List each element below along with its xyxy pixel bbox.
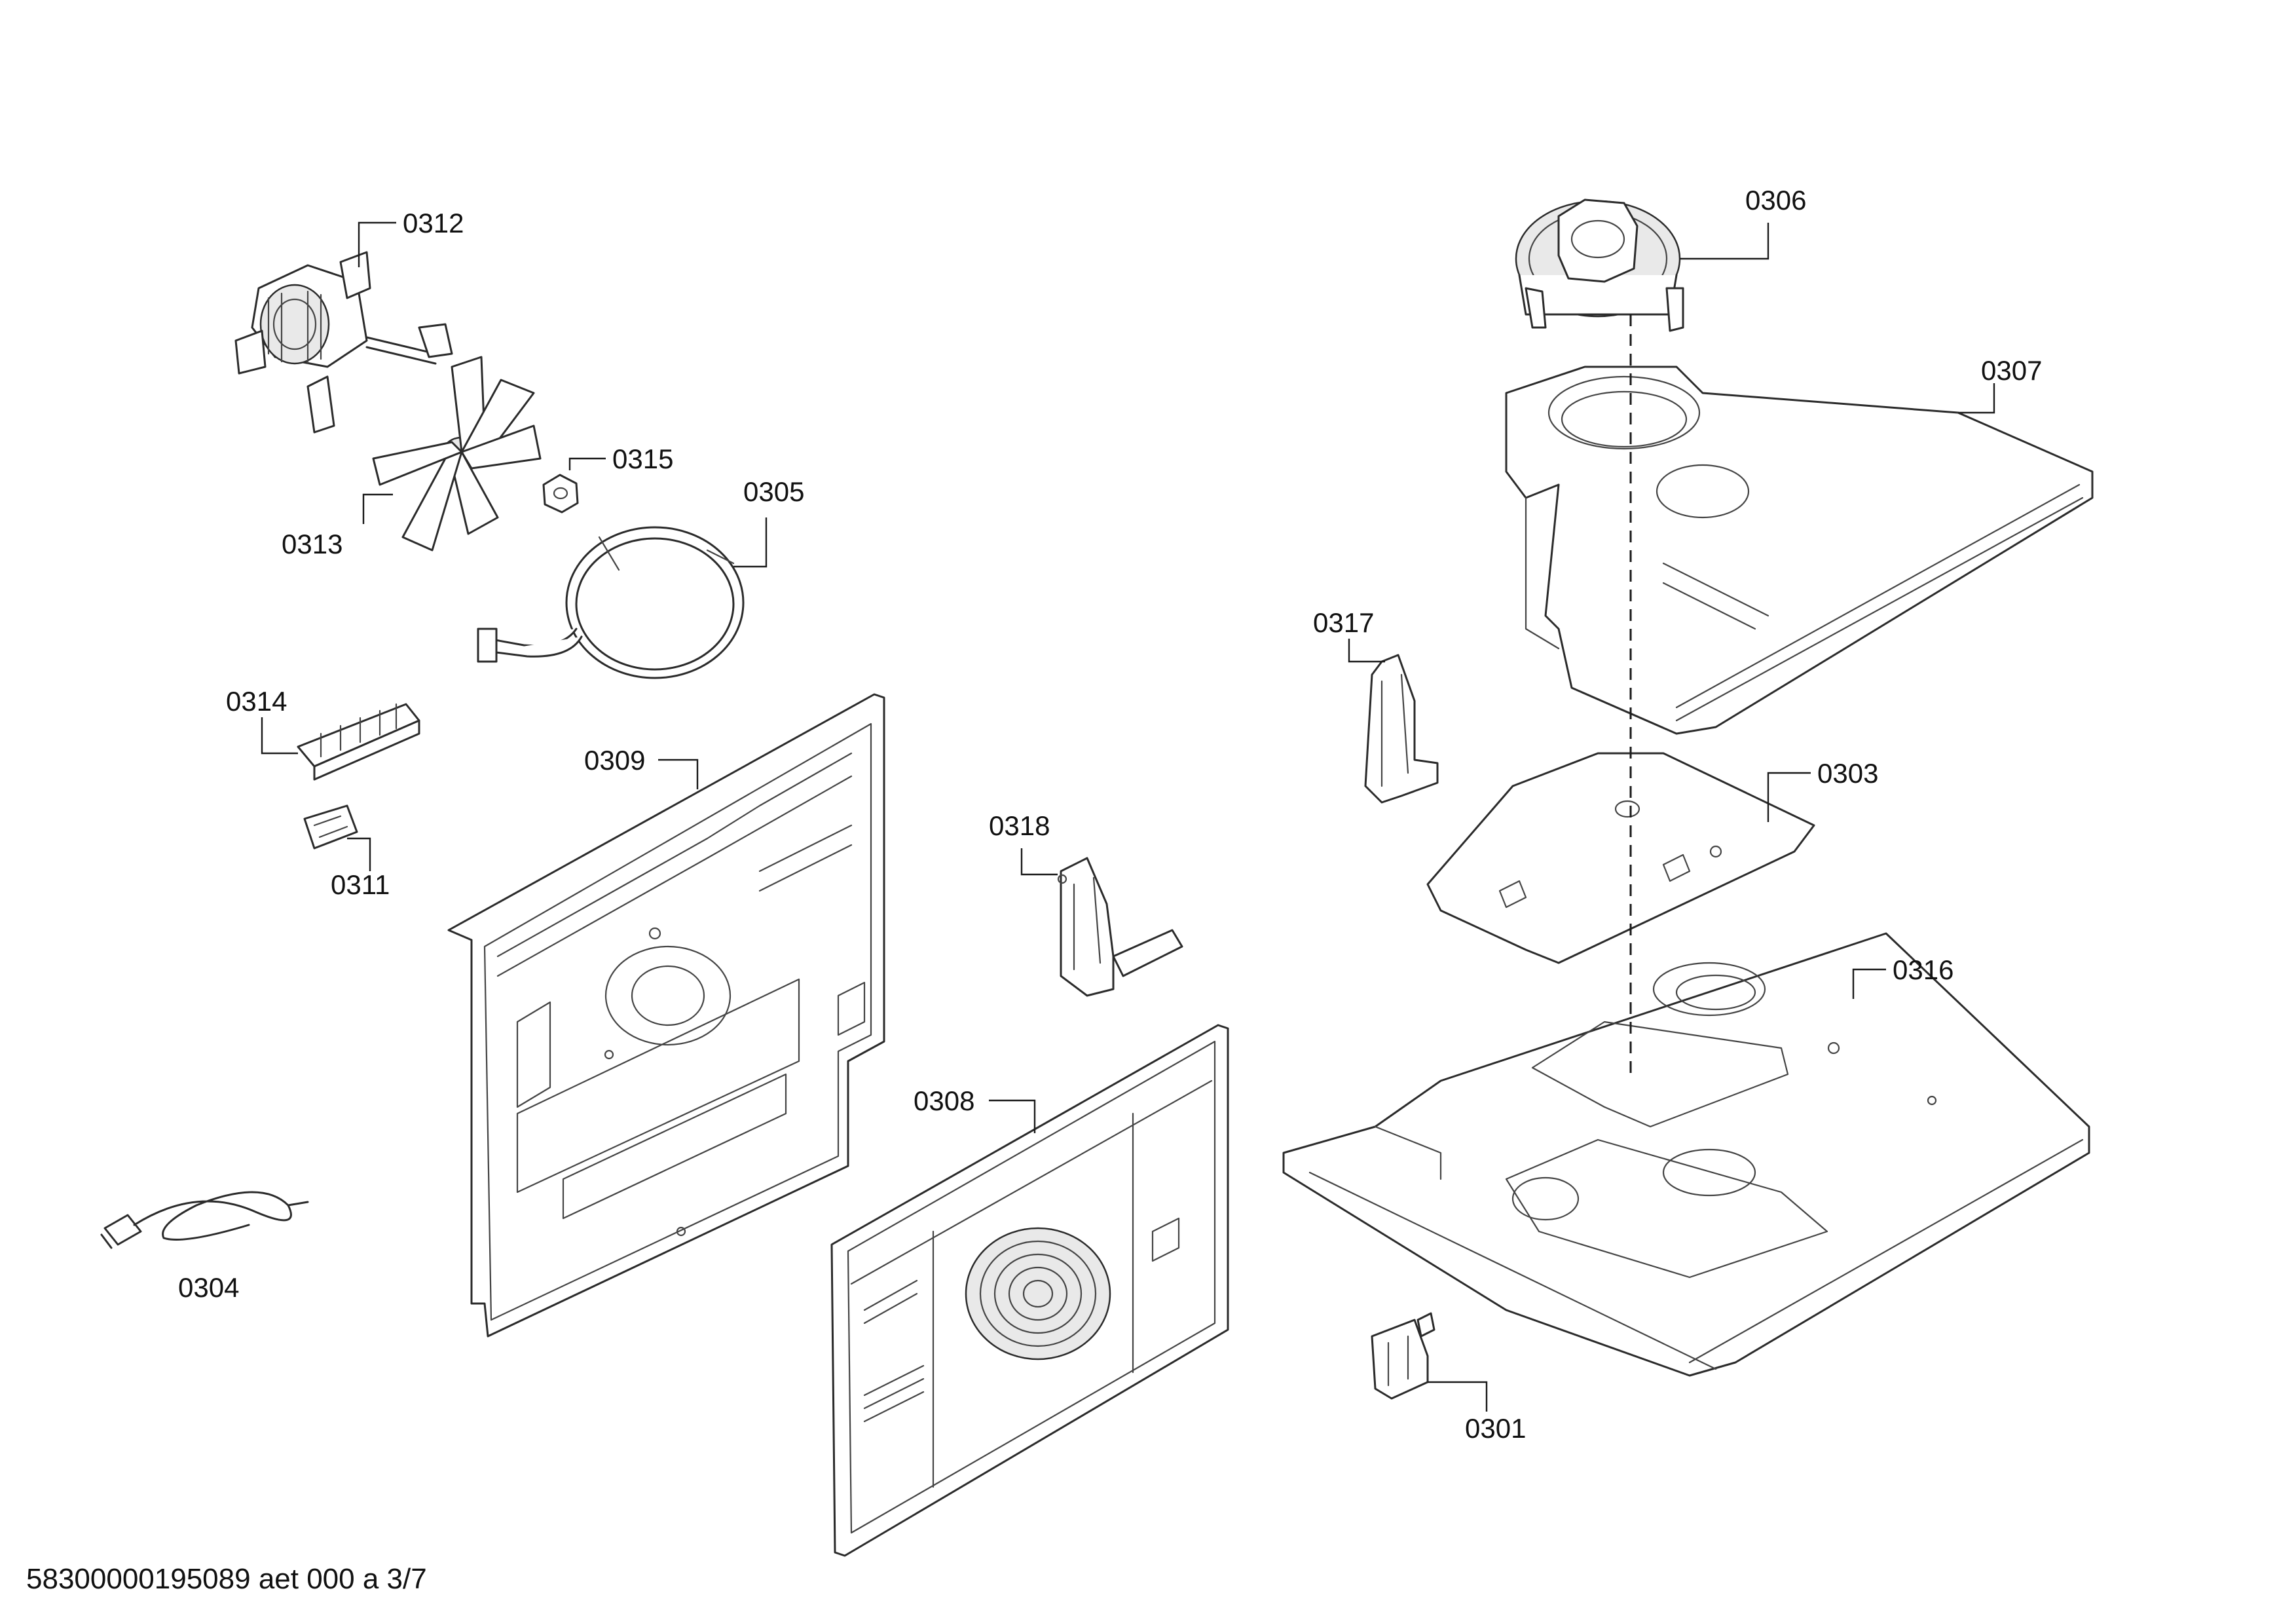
label-0309: 0309 [584, 745, 645, 776]
label-0301: 0301 [1465, 1413, 1526, 1444]
label-0314: 0314 [226, 686, 287, 717]
label-0307: 0307 [1981, 355, 2042, 386]
leader-0313 [362, 493, 393, 524]
label-0315: 0315 [612, 443, 673, 474]
label-0303: 0303 [1817, 758, 1878, 789]
label-0317: 0317 [1313, 607, 1374, 638]
leader-0309 [658, 759, 699, 789]
label-0313: 0313 [282, 529, 343, 559]
part-0312-fan-motor[interactable] [234, 251, 453, 434]
leader-0303 [1767, 772, 1811, 822]
part-0309-rear-panel[interactable] [447, 693, 885, 1338]
leader-0308 [989, 1099, 1036, 1133]
part-0311-clip[interactable] [303, 804, 358, 850]
part-0305-heating-element[interactable] [477, 526, 745, 679]
label-0306: 0306 [1745, 185, 1806, 216]
label-0304: 0304 [178, 1272, 239, 1303]
part-0318-bracket[interactable] [1057, 857, 1183, 997]
leader-0311 [347, 837, 371, 871]
part-0314-terminal-block[interactable] [297, 703, 420, 781]
label-0318: 0318 [989, 810, 1050, 841]
part-0317-bracket[interactable] [1364, 654, 1439, 804]
label-0305: 0305 [743, 476, 804, 507]
leader-0316 [1852, 968, 1886, 999]
leader-0305 [733, 517, 768, 568]
part-0306-cooling-fan[interactable] [1515, 198, 1684, 332]
label-0311: 0311 [331, 869, 390, 900]
leader-0314 [261, 717, 298, 755]
document-id: 58300000195089 aet 000 a 3/7 [26, 1563, 427, 1595]
part-0313-fan-wheel[interactable] [372, 356, 542, 552]
part-0304-mains-cable[interactable] [100, 1191, 309, 1249]
part-0316-base-tray[interactable] [1282, 932, 2090, 1377]
label-0316: 0316 [1893, 954, 1953, 985]
leader-0306 [1680, 223, 1769, 260]
leader-0318 [1020, 848, 1058, 876]
leader-0317 [1348, 639, 1385, 663]
leader-0301 [1428, 1381, 1488, 1412]
label-0312: 0312 [403, 208, 464, 238]
part-0307-fan-duct[interactable] [1505, 366, 2094, 735]
part-0315-nut[interactable] [542, 474, 579, 514]
leader-0307 [1958, 383, 1995, 414]
part-0301-switch[interactable] [1371, 1312, 1435, 1400]
part-0303-cover-plate[interactable] [1426, 752, 1815, 964]
leader-0312 [358, 221, 396, 267]
label-0308: 0308 [914, 1085, 974, 1116]
leader-0315 [568, 457, 606, 470]
part-0308-inner-back-panel[interactable] [830, 1024, 1229, 1557]
